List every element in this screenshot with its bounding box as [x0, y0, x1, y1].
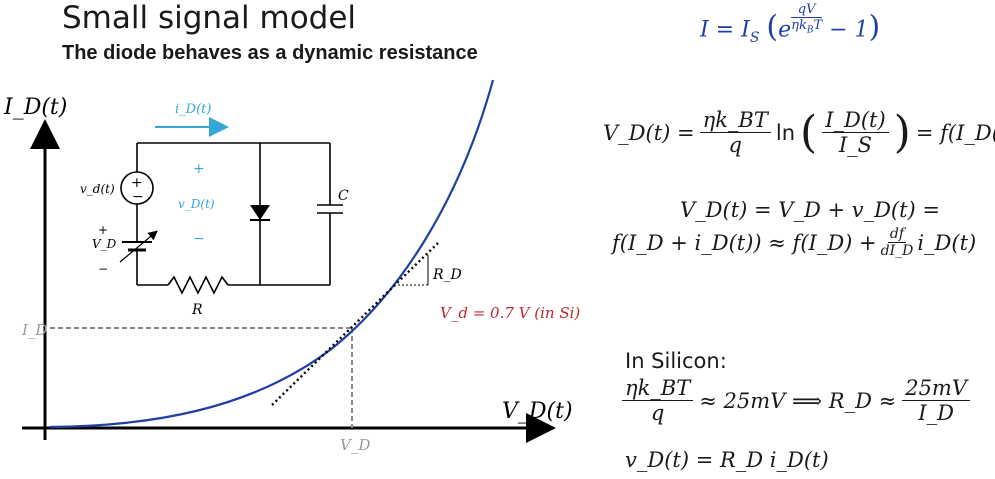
diode-icon: [250, 205, 270, 220]
capacitor-label: C: [338, 188, 349, 204]
vd-arg-num: I_D(t): [822, 108, 889, 133]
lin-part-b: i_D(t): [917, 230, 977, 255]
resistor-label: R: [191, 302, 203, 318]
small-signal-circuit: i_D(t) + − v_d(t) + V_D − R + v_D(t) −: [80, 102, 349, 318]
ln-operator: ln: [775, 120, 796, 145]
y-axis-label: I_D(t): [3, 95, 67, 120]
lin-part-a: f(I_D + i_D(t)) ≈ f(I_D) +: [612, 230, 877, 255]
si-frac2-den: I_D: [918, 401, 954, 425]
tangent-line: [271, 242, 439, 406]
vd-rhs: = f(I_D(t)): [915, 120, 995, 145]
battery-plus: +: [98, 223, 108, 237]
si-frac1-den: q: [650, 401, 665, 425]
voltage-label: v_D(t): [178, 197, 215, 211]
si-frac1-num: ηk_BT: [622, 376, 694, 401]
page-subtitle: The diode behaves as a dynamic resistanc…: [62, 42, 478, 64]
vd-tick-label: V_D: [340, 436, 370, 454]
silicon-heading: In Silicon:: [625, 349, 727, 373]
page-title: Small signal model: [62, 0, 357, 36]
small-signal-equation: v_D(t) = R_D i_D(t): [625, 448, 829, 472]
silicon-thermal-equation: ηk_BT q ≈ 25mV ⟹ R_D ≈ 25mV I_D: [622, 376, 971, 425]
vd-annotation: V_d = 0.7 V (in Si): [440, 304, 580, 322]
dc-label: V_D: [92, 237, 117, 251]
resistor-icon: [167, 275, 229, 295]
svg-text:+: +: [131, 175, 143, 191]
si-frac2-num: 25mV: [902, 376, 971, 401]
vd-log-equation: V_D(t) = ηk_BT q ln ( I_D(t) I_S ) = f(I…: [603, 108, 995, 157]
vd-frac-den: q: [728, 133, 742, 157]
lin-frac-den: dI_D: [880, 243, 914, 259]
vd-plus-sign: +: [193, 161, 205, 177]
si-approx: ≈ 25mV ⟹ R_D ≈: [699, 388, 897, 413]
vd-frac-num: ηk_BT: [699, 108, 771, 133]
current-label: i_D(t): [175, 102, 211, 117]
source-label: v_d(t): [80, 182, 115, 196]
linearization-line1: V_D(t) = V_D + v_D(t) =: [680, 198, 941, 222]
linearization-line2: f(I_D + i_D(t)) ≈ f(I_D) + df dI_D i_D(t…: [612, 226, 976, 259]
rd-label: R_D: [432, 267, 462, 283]
vd-arg-den: I_S: [838, 133, 873, 157]
id-tick-label: I_D: [21, 321, 47, 339]
svg-text:−: −: [132, 189, 144, 205]
vd-minus-sign: −: [193, 231, 205, 247]
x-axis-label: V_D(t): [502, 399, 573, 424]
vd-lhs: V_D(t) =: [603, 120, 695, 145]
lin-frac-num: df: [887, 226, 907, 243]
battery-minus: −: [98, 262, 108, 276]
